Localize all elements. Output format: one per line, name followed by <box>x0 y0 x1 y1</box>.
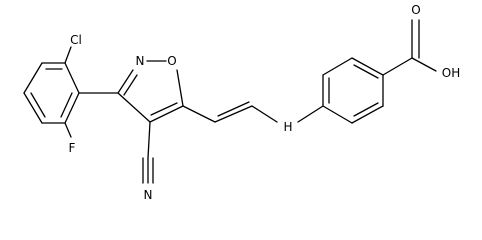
bond <box>322 57 353 76</box>
double-bond-c3-n <box>123 74 138 96</box>
bond-c3-n <box>117 69 134 94</box>
atom-ring-nitrogen: N <box>136 54 145 68</box>
double-bond-inner <box>353 102 379 117</box>
nitrile-group <box>142 121 154 184</box>
double-bond-inner <box>30 92 46 118</box>
bond-vinyl <box>214 105 253 123</box>
chemical-structure-diagram: Cl F N O N H <box>23 3 460 202</box>
bond-c5-c4 <box>149 105 184 123</box>
benzoic-ring <box>322 57 384 124</box>
bond-c4-c3 <box>117 92 151 123</box>
bond-c5-vinyl <box>182 105 216 123</box>
bond-to-fluorine <box>64 122 72 138</box>
bond-nh-aryl <box>297 105 324 123</box>
bond-to-chlorine <box>64 46 72 64</box>
double-bond-inner <box>353 64 379 79</box>
bond <box>23 62 43 94</box>
bond-c-oh <box>411 57 437 72</box>
atom-amine-nh: H <box>283 120 292 134</box>
chlorofluorophenyl-ring <box>23 62 80 124</box>
atom-fluorine: F <box>69 141 76 155</box>
bond <box>322 105 353 124</box>
atom-hydroxyl: OH <box>442 66 460 80</box>
bond-vinyl-nh <box>251 105 278 123</box>
bond-o-c5 <box>176 69 184 107</box>
atom-nitrile-nitrogen: N <box>144 188 153 202</box>
bond <box>351 57 384 76</box>
atom-carbonyl-oxygen: O <box>411 3 420 17</box>
bond <box>23 92 43 124</box>
atom-ring-oxygen: O <box>167 54 176 68</box>
bond-aryl-carboxyl <box>382 57 413 76</box>
isoxazole-ring <box>117 60 184 123</box>
vinyl-linker <box>182 101 278 123</box>
carboxylic-acid-group <box>382 19 437 76</box>
double-bond-inner <box>60 92 73 118</box>
double-bond-c5-c4 <box>150 102 178 116</box>
atom-chlorine: Cl <box>70 33 82 47</box>
bond-c4-cn <box>147 121 151 159</box>
bond <box>351 105 384 124</box>
bond <box>64 62 80 94</box>
double-bond-vinyl <box>217 101 250 117</box>
bond <box>64 92 80 124</box>
